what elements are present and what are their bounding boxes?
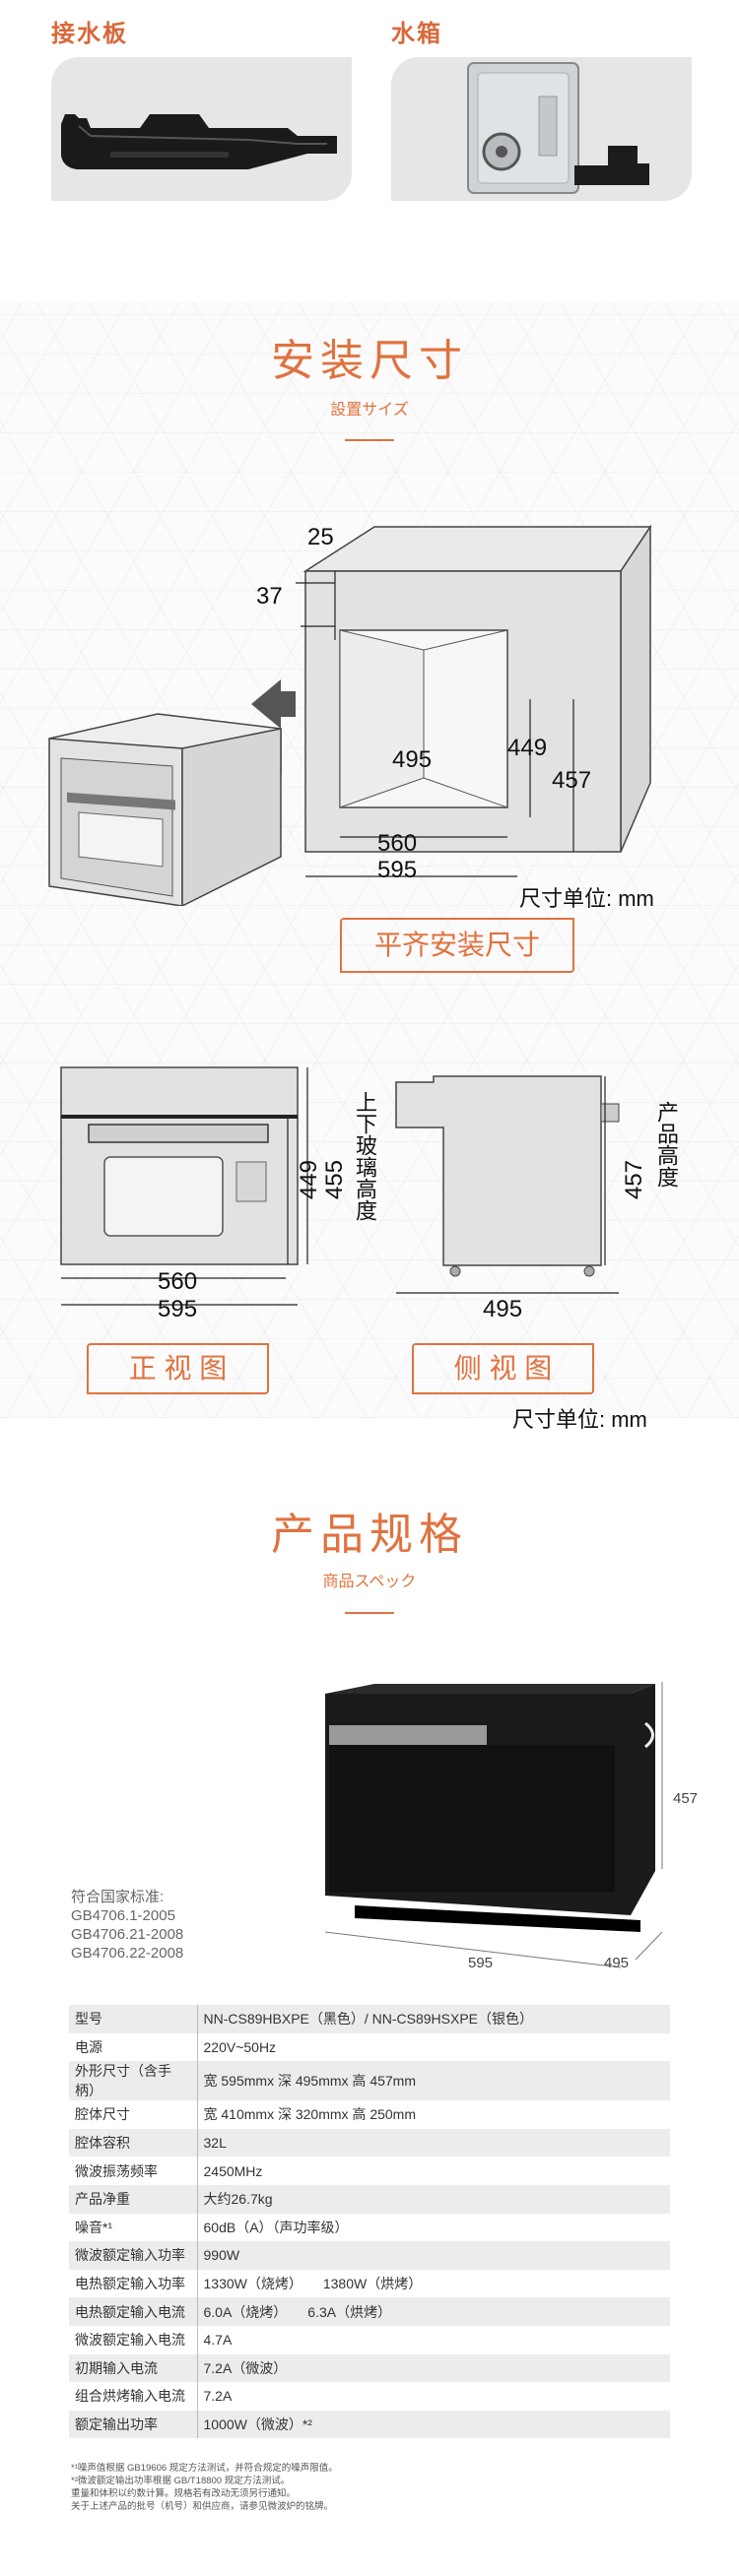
front-dim-455: 455	[321, 1160, 348, 1200]
install-subtitle: 設置サイズ	[330, 402, 409, 419]
spec-value: 990W	[197, 2241, 670, 2270]
spec-value: 大约26.7kg	[197, 2184, 670, 2214]
front-view-label: 正 视 图	[87, 1343, 269, 1394]
spec-key: 噪音*¹	[69, 2213, 198, 2242]
front-glass-label: 上下玻璃高度	[353, 1091, 377, 1221]
views-unit: 尺寸单位: mm	[512, 1407, 647, 1432]
table-row: 腔体尺寸宽 410mmx 深 320mmx 高 250mm	[69, 2100, 670, 2129]
spec-value: NN-CS89HBXPE（黑色）/ NN-CS89HSXPE（银色）	[197, 2005, 670, 2033]
spec-value: 4.7A	[203, 2332, 233, 2349]
cabinet-drawing	[302, 524, 652, 853]
spec-value: 宽 595mmx 深 495mmx 高 457mm	[197, 2061, 670, 2101]
water-tank-label: 水箱	[391, 21, 442, 47]
spec-value: 7.2A	[203, 2388, 233, 2405]
table-row: 外形尺寸（含手柄）宽 595mmx 深 495mmx 高 457mm	[69, 2061, 670, 2101]
table-row: 电源 220V~50Hz	[69, 2032, 670, 2062]
front-view-drawing	[60, 1066, 308, 1306]
spec-value: 1000W（微波）*²	[197, 2410, 670, 2439]
dim-25: 25	[307, 524, 334, 550]
spec-value: 2450MHz	[203, 2162, 263, 2179]
table-row: 微波额定输入电流 4.7A	[69, 2325, 670, 2354]
side-dim-495: 495	[483, 1296, 523, 1322]
water-tank-photo	[391, 57, 692, 201]
spec-key: 电热额定输入功率	[69, 2269, 198, 2298]
front-dim-560: 560	[158, 1268, 198, 1295]
product-dim-width: 595	[468, 1955, 494, 1971]
spec-value: 宽 410mmx 深 320mmx 高 250mm	[203, 2106, 417, 2123]
dim-449: 449	[507, 735, 548, 761]
spec-value: 60dB（A）（声功率级）	[203, 2219, 349, 2235]
spec-notes: *¹噪声值根据 GB19606 规定方法测试，并符合规定的噪声限值。 *²微波额…	[71, 2462, 672, 2513]
spec-key: 电源	[69, 2032, 198, 2062]
dim-560: 560	[377, 830, 418, 857]
standard-item: GB4706.22-2008	[71, 1945, 184, 1962]
spec-key: 初期输入电流	[69, 2353, 198, 2383]
front-dim-449: 449	[296, 1160, 322, 1200]
install-diagram	[48, 524, 652, 906]
front-dim-595: 595	[158, 1296, 198, 1322]
spec-key: 微波额定输入电流	[69, 2325, 198, 2354]
oven-drawing	[48, 713, 282, 906]
spec-title-rule	[345, 1612, 394, 1614]
side-height-label: 产品高度	[654, 1101, 679, 1188]
note-line: *²微波额定输出功率根据 GB/T18800 规定方法测试。	[71, 2476, 291, 2486]
spec-key: 微波振荡频率	[69, 2157, 198, 2185]
note-line: 关于上述产品的批号（机号）和供应商，请参见微波炉的铭牌。	[71, 2501, 334, 2512]
spec-value: 1330W（烧烤） 1380W（烘烤）	[203, 2276, 423, 2292]
standard-item: GB4706.21-2008	[71, 1926, 184, 1943]
flush-install-button: 平齐安装尺寸	[340, 918, 574, 973]
spec-key: 组合烘烤输入电流	[69, 2382, 198, 2411]
spec-key: 外形尺寸（含手柄）	[69, 2061, 198, 2101]
spec-key: 电热额定输入电流	[69, 2297, 198, 2326]
product-dim-depth: 495	[604, 1955, 630, 1971]
install-title-rule	[345, 439, 394, 441]
install-title: 安装尺寸	[271, 337, 468, 385]
side-view-label: 侧 视 图	[412, 1343, 594, 1394]
insert-arrow-icon	[251, 679, 296, 729]
spec-key: 腔体容积	[69, 2128, 198, 2157]
side-view-drawing	[395, 1075, 620, 1294]
note-line: 重量和体积以约数计算。规格若有改动无须另行通知。	[71, 2488, 297, 2499]
dim-495: 495	[392, 746, 433, 773]
spec-subtitle: 商品スペック	[322, 1574, 417, 1590]
side-dim-457: 457	[621, 1160, 647, 1200]
spec-value: 7.2A（微波）	[197, 2353, 670, 2383]
install-unit: 尺寸单位: mm	[519, 886, 654, 911]
spec-value: 220V~50Hz	[203, 2038, 277, 2055]
water-tray-label: 接水板	[51, 21, 128, 47]
spec-value: 6.0A（烧烤） 6.3A（烘烤）	[197, 2297, 670, 2326]
dim-37: 37	[256, 583, 283, 610]
standard-item: GB4706.1-2005	[71, 1907, 175, 1924]
spec-key: 额定输出功率	[69, 2410, 198, 2439]
table-row: 产品净重大约26.7kg	[69, 2184, 670, 2214]
spec-key: 产品净重	[69, 2184, 198, 2214]
spec-key: 型号	[69, 2005, 198, 2033]
note-line: *¹噪声值根据 GB19606 规定方法测试，并符合规定的噪声限值。	[71, 2463, 338, 2474]
spec-key: 微波额定输入功率	[69, 2241, 198, 2270]
table-row: 噪音*¹ 60dB（A）（声功率级）	[69, 2213, 670, 2242]
dim-595: 595	[377, 857, 418, 883]
product-photo	[324, 1682, 663, 1968]
spec-key: 腔体尺寸	[69, 2100, 198, 2129]
table-row: 微波振荡频率 2450MHz	[69, 2157, 670, 2185]
product-dim-height: 457	[673, 1790, 699, 1807]
dim-457: 457	[552, 767, 592, 794]
spec-value: 32L	[197, 2128, 670, 2157]
standards-block: 符合国家标准: GB4706.1-2005 GB4706.21-2008 GB4…	[71, 1888, 183, 1963]
table-row: 电热额定输入功率 1330W（烧烤） 1380W（烘烤）	[69, 2269, 670, 2298]
spec-title: 产品规格	[271, 1511, 468, 1559]
water-tray-photo	[51, 57, 352, 201]
standards-title: 符合国家标准:	[71, 1889, 165, 1905]
table-row: 组合烘烤输入电流 7.2A	[69, 2382, 670, 2411]
